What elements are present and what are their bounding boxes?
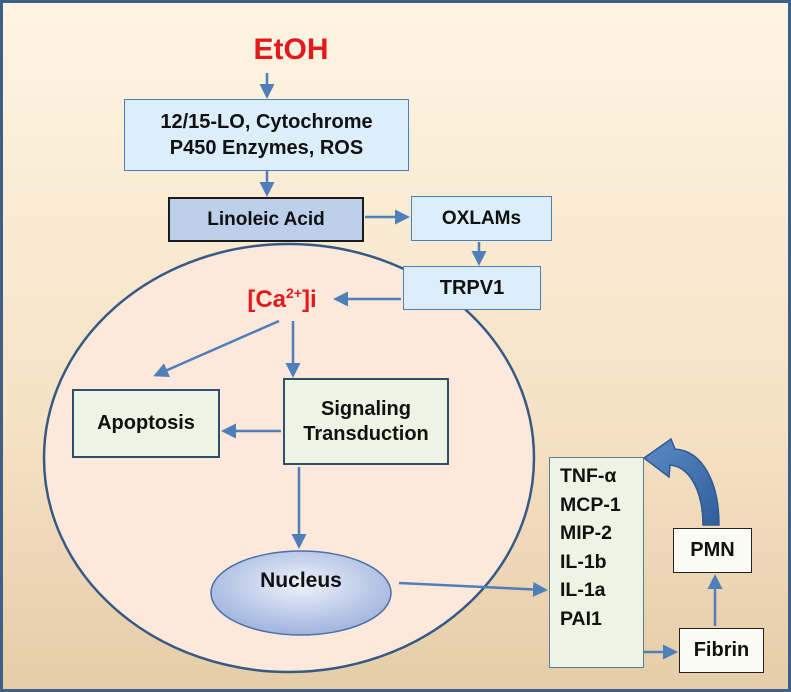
apoptosis-box: Apoptosis xyxy=(72,389,220,458)
signaling-line-1: Signaling xyxy=(320,397,411,420)
signaling-line-2: Transduction xyxy=(303,422,429,445)
fibrin-box: Fibrin xyxy=(679,628,764,673)
oxlams-box: OXLAMs xyxy=(411,196,552,241)
enzymes-line-2: P450 Enzymes, ROS xyxy=(169,137,364,159)
calcium-tail: ]i xyxy=(301,286,317,313)
calcium-label: [Ca2+]i xyxy=(227,285,337,314)
enzymes-box: 12/15-LO, Cytochrome P450 Enzymes, ROS xyxy=(124,99,409,171)
trpv1-box: TRPV1 xyxy=(403,266,541,310)
cytokine-item: IL-1a xyxy=(560,579,606,601)
curved-arrow-pmn-to-cytokines xyxy=(642,437,720,526)
cytokine-item: IL-1b xyxy=(560,550,607,573)
calcium-charge: 2+ xyxy=(286,285,302,301)
cytokine-item: MIP-2 xyxy=(560,522,613,544)
signaling-transduction-box: Signaling Transduction xyxy=(283,378,449,465)
arrow-calcium-to-apoptosis xyxy=(153,319,280,378)
arrow-nucleus-to-cytokines xyxy=(398,581,548,597)
nucleus-label: Nucleus xyxy=(260,569,342,592)
etoh-label: EtOH xyxy=(253,33,329,66)
cytokine-item: TNF-α xyxy=(560,465,617,487)
calcium-base: [Ca xyxy=(247,286,287,313)
cytokines-box: TNF-α MCP-1 MIP-2 IL-1b IL-1a PAI1 xyxy=(549,457,644,668)
nucleus-shape xyxy=(210,550,392,636)
cytokine-item: PAI1 xyxy=(560,607,602,630)
linoleic-acid-box: Linoleic Acid xyxy=(168,197,364,242)
pmn-box: PMN xyxy=(673,528,752,573)
cytokine-item: MCP-1 xyxy=(560,493,621,516)
enzymes-line-1: 12/15-LO, Cytochrome xyxy=(160,111,373,133)
